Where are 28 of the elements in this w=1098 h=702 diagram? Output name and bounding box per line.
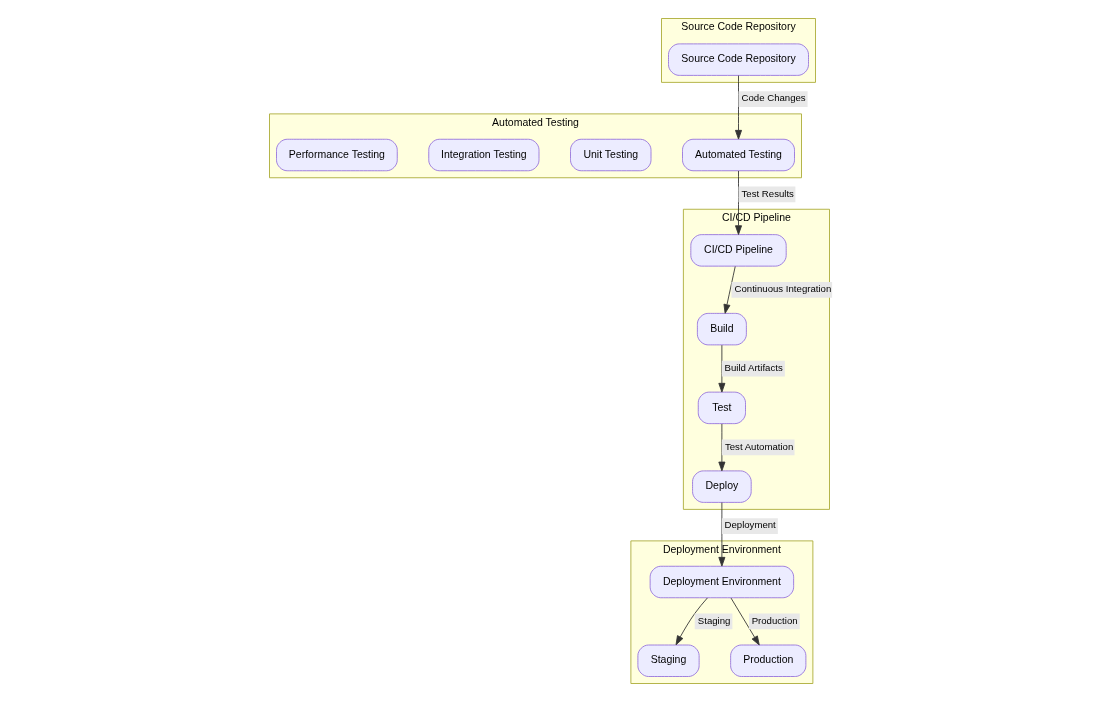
edge-label: Staging	[697, 614, 730, 626]
arrow	[723, 266, 736, 314]
node-box: Build	[696, 312, 747, 346]
edge-label: Build Artifacts	[724, 361, 783, 373]
arrow	[734, 170, 742, 235]
node-box: Production	[729, 644, 806, 677]
node-box: Automated Testing	[681, 138, 795, 172]
arrow	[717, 423, 725, 472]
node-box: Test	[697, 391, 746, 425]
node-box: Unit Testing	[569, 138, 651, 172]
arrow	[730, 597, 760, 646]
node-box: Deployment Environment	[649, 565, 794, 599]
node-box: Performance Testing	[275, 138, 398, 172]
edge-label: Code Changes	[741, 92, 806, 104]
node-box: Source Code Repository	[667, 43, 809, 76]
node-box: CI/CD Pipeline	[689, 234, 787, 267]
edge-label: Test Automation	[724, 440, 793, 452]
edge-label: Production	[751, 614, 798, 626]
edge-label: Deployment	[724, 519, 776, 531]
edge-label: Test Results	[741, 187, 794, 199]
node-box: Deploy	[691, 470, 752, 503]
arrow	[717, 502, 725, 567]
arrow	[717, 344, 725, 393]
arrow	[675, 597, 708, 646]
node-box: Integration Testing	[427, 138, 539, 172]
node-box: Staging	[636, 644, 700, 677]
edge-label: Continuous Integration	[734, 283, 831, 295]
arrow	[734, 75, 742, 140]
